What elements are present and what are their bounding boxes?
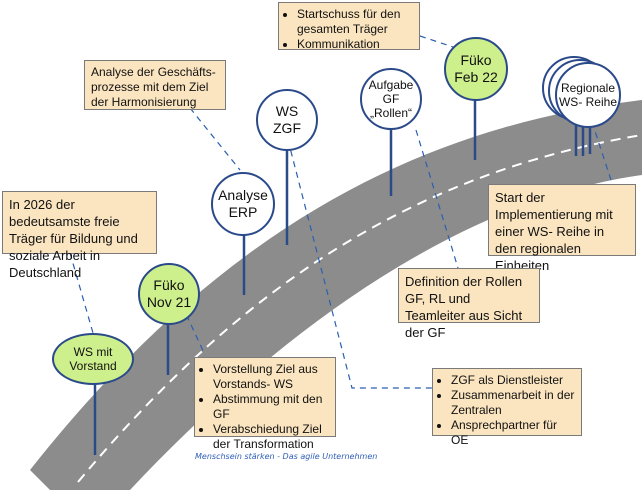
note-zgf: ZGF als Dienstleister Zusammenarbeit in … [432, 368, 582, 447]
note-rollen-text: Definition der Rollen GF, RL und Teamlei… [405, 274, 523, 340]
note-startschuss-item: Startschuss für den gesamten Träger [297, 7, 413, 37]
note-zgf-item: Ansprechpartner für OE [451, 418, 575, 448]
note-vision-text: In 2026 der bedeutsamste freie Träger fü… [9, 197, 138, 280]
milestone-label: Regionale [560, 81, 616, 95]
note-rollen: Definition der Rollen GF, RL und Teamlei… [398, 268, 540, 340]
note-vorstellung: Vorstellung Ziel aus Vorstands- WS Absti… [194, 357, 336, 451]
note-analyse-text: Analyse der Geschäfts-prozesse mit dem Z… [91, 65, 216, 109]
milestone-ws-zgf: WS ZGF [256, 89, 318, 151]
milestone-label: „Rollen“ [369, 106, 412, 120]
milestone-label: GF [382, 92, 400, 106]
note-implementierung-text: Start der Implementierung mit einer WS- … [495, 190, 613, 273]
note-implementierung: Start der Implementierung mit einer WS- … [488, 184, 636, 273]
milestone-fueko-nov21: Füko Nov 21 [138, 263, 200, 325]
milestone-label: Analyse [218, 187, 268, 203]
milestone-poles [93, 90, 592, 455]
milestone-aufgabe-gf: Aufgabe GF „Rollen“ [360, 68, 422, 130]
milestone-label: WS mit Vorstand [69, 345, 117, 373]
milestone-label: Füko [460, 52, 492, 68]
note-startschuss-item: Kommunikation [297, 37, 413, 52]
milestone-label: ZGF [273, 120, 301, 136]
milestone-label: WS [275, 103, 299, 119]
milestone-label: Aufgabe [368, 78, 414, 92]
milestone-label: WS- Reihe [558, 95, 617, 109]
milestone-label: ERP [228, 204, 258, 220]
note-zgf-item: ZGF als Dienstleister [451, 373, 575, 388]
note-analyse: Analyse der Geschäfts-prozesse mit dem Z… [84, 60, 226, 110]
note-vorstellung-item: Abstimmung mit den GF [213, 392, 329, 422]
caption: Menschsein stärken - Das agile Unternehm… [195, 452, 378, 461]
note-vorstellung-item: Vorstellung Ziel aus Vorstands- WS [213, 362, 329, 392]
note-vorstellung-item: Verabschiedung Ziel der Transformation [213, 422, 329, 452]
note-startschuss: Startschuss für den gesamten Träger Komm… [278, 2, 420, 52]
milestone-label: Füko [153, 277, 185, 293]
milestone-label: Feb 22 [454, 69, 498, 85]
milestone-regionale-ws: Regionale WS- Reihe [555, 62, 621, 128]
milestone-fueko-feb22: Füko Feb 22 [444, 37, 508, 101]
milestone-label: Nov 21 [146, 294, 192, 310]
milestone-ws-vorstand: WS mit Vorstand [52, 333, 134, 385]
note-zgf-item: Zusammenarbeit in der Zentralen [451, 388, 575, 418]
note-vision: In 2026 der bedeutsamste freie Träger fü… [2, 191, 157, 280]
milestone-analyse-erp: Analyse ERP [211, 172, 275, 236]
